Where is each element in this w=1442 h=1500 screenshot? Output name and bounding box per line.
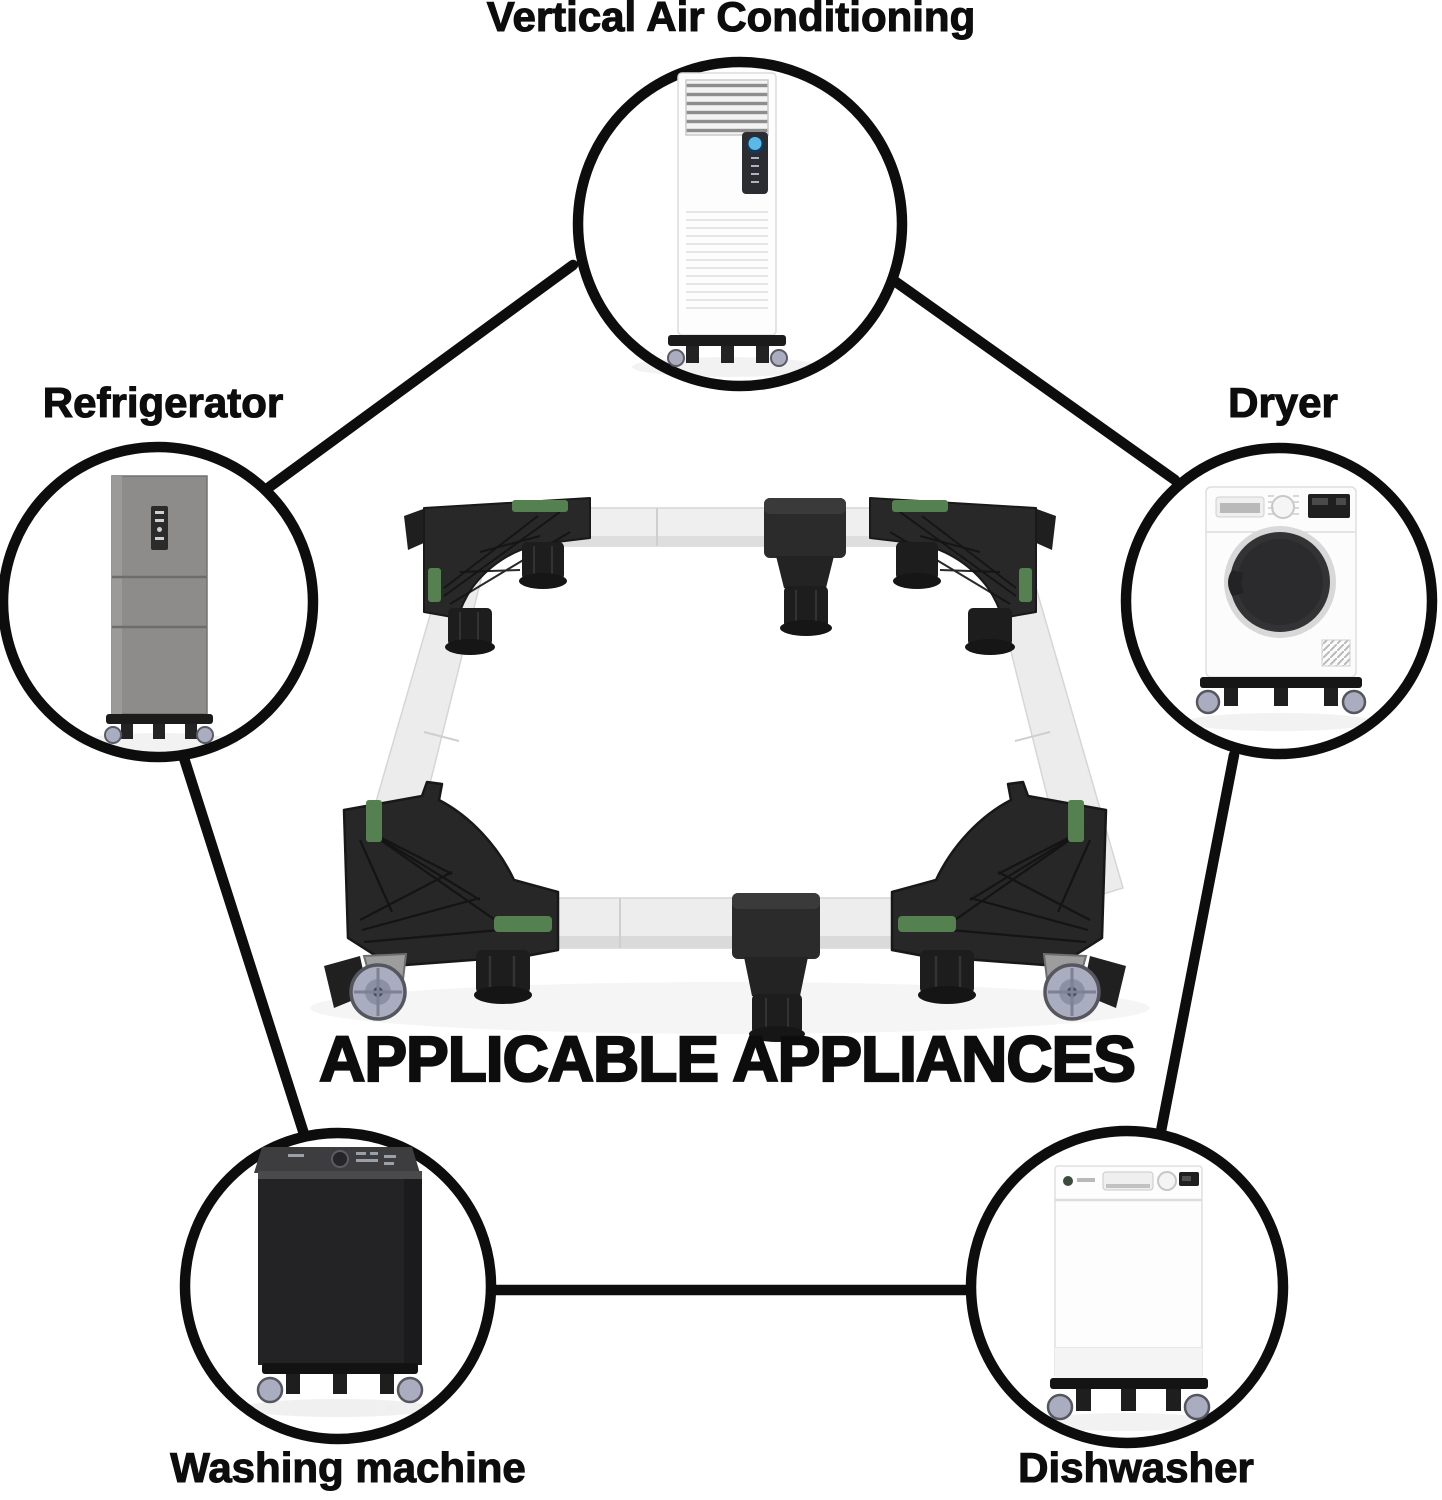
level-indicator xyxy=(892,500,948,512)
label-vertical-air-conditioning: Vertical Air Conditioning xyxy=(486,0,976,40)
dishwasher-knob xyxy=(1157,1171,1177,1191)
label-dishwasher: Dishwasher xyxy=(1018,1444,1255,1491)
level-indicator xyxy=(494,916,552,932)
level-indicator xyxy=(428,568,441,602)
dishwasher-illustration xyxy=(1037,1165,1217,1431)
caster-wheel xyxy=(1042,952,1126,1021)
level-indicator xyxy=(366,800,382,842)
bottom-left-corner-bracket xyxy=(324,780,560,1021)
dryer-mini-dolly xyxy=(1195,677,1367,715)
connector-lines xyxy=(177,259,1240,1296)
connector-ac-refrigerator xyxy=(262,259,579,494)
washer-mini-dolly xyxy=(256,1363,424,1404)
top-middle-clamp xyxy=(764,498,846,636)
label-dryer: Dryer xyxy=(1228,379,1339,426)
top-right-corner-bracket xyxy=(869,497,1056,655)
connector-refrigerator-washer xyxy=(177,749,310,1140)
ac-lower-grille xyxy=(686,205,768,313)
label-refrigerator: Refrigerator xyxy=(42,379,284,426)
bottom-middle-clamp xyxy=(732,893,820,1042)
dishwasher-mini-dolly xyxy=(1046,1378,1211,1421)
dishwasher-brand-logo xyxy=(1063,1176,1073,1186)
dryer-illustration xyxy=(1185,486,1375,731)
refrigerator-illustration xyxy=(78,475,238,751)
level-indicator xyxy=(1068,800,1084,842)
ac-mini-dolly xyxy=(667,335,788,367)
connector-dryer-dishwasher xyxy=(1155,749,1240,1137)
washing-machine-illustration xyxy=(243,1147,433,1417)
connector-ac-dryer xyxy=(866,259,1181,486)
dryer-knob xyxy=(1271,495,1295,519)
bottom-right-corner-bracket xyxy=(890,780,1126,1021)
appliance-base-illustration xyxy=(310,497,1150,1042)
dryer-vent xyxy=(1321,639,1351,667)
top-left-corner-bracket xyxy=(404,497,591,655)
level-indicator xyxy=(512,500,568,512)
label-washing-machine: Washing machine xyxy=(170,1444,527,1491)
level-indicator xyxy=(898,916,956,932)
level-indicator xyxy=(1019,568,1032,602)
refrigerator-mini-dolly xyxy=(104,714,214,744)
caster-wheel xyxy=(324,952,408,1021)
vertical-ac-illustration xyxy=(632,72,822,377)
page-title: APPLICABLE APPLIANCES xyxy=(318,1022,1137,1096)
dryer-display xyxy=(1308,494,1350,518)
ac-vent-grille xyxy=(685,79,769,136)
